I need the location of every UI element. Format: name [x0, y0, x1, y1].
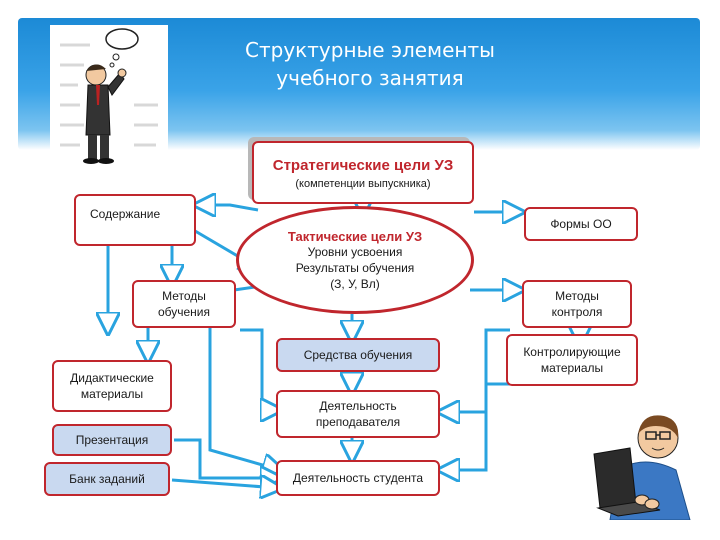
didactic-materials-box: Дидактические материалы — [52, 360, 172, 412]
methods-control-line-1: Методы — [555, 289, 599, 303]
methods-teaching-line-1: Методы — [162, 289, 206, 303]
methods-control-box: Методы контроля — [522, 280, 632, 328]
task-bank-box: Банк заданий — [44, 462, 170, 496]
content-label: Содержание — [90, 207, 161, 221]
tactical-goals-line-3: (З, У, Вл) — [330, 277, 380, 291]
task-bank-label: Банк заданий — [69, 472, 145, 486]
means-label: Средства обучения — [303, 348, 413, 362]
control-materials-line-1: Контролирующие — [523, 345, 621, 359]
strategic-goals-title: Стратегические цели УЗ — [272, 157, 454, 174]
didactic-line-2: материалы — [80, 387, 144, 401]
teacher-activity-line-1: Деятельность — [319, 399, 397, 413]
teacher-activity-line-2: преподавателя — [315, 415, 401, 429]
tactical-goals-line-1: Уровни усвоения — [307, 245, 403, 259]
student-activity-label: Деятельность студента — [292, 471, 424, 485]
means-box: Средства обучения — [276, 338, 440, 372]
methods-control-line-2: контроля — [551, 305, 603, 319]
presentation-label: Презентация — [75, 433, 149, 447]
control-materials-box: Контролирующие материалы — [506, 334, 638, 386]
tactical-goals-title: Тактические цели УЗ — [287, 229, 423, 244]
man-at-laptop-icon — [593, 415, 691, 520]
strategic-goals-subtitle: (компетенции выпускника) — [295, 178, 431, 190]
forms-box: Формы ОО — [524, 207, 638, 241]
control-materials-line-2: материалы — [540, 361, 604, 375]
tactical-goals-ellipse: Тактические цели УЗ Уровни усвоения Резу… — [236, 206, 474, 314]
thinking-man-icon — [50, 25, 168, 170]
title-line-2: учебного занятия — [276, 66, 464, 90]
student-activity-box: Деятельность студента — [276, 460, 440, 496]
methods-teaching-box: Методы обучения — [132, 280, 236, 328]
didactic-line-1: Дидактические — [70, 371, 154, 385]
content-box: Содержание — [74, 194, 196, 246]
teacher-activity-box: Деятельность преподавателя — [276, 390, 440, 438]
presentation-box: Презентация — [52, 424, 172, 456]
title-line-1: Структурные элементы — [245, 38, 495, 62]
forms-label: Формы ОО — [550, 217, 612, 231]
strategic-goals-box: Стратегические цели УЗ (компетенции выпу… — [252, 141, 474, 204]
slide-title: Структурные элементы учебного занятия — [190, 36, 550, 92]
tactical-goals-line-2: Результаты обучения — [295, 261, 415, 275]
methods-teaching-line-2: обучения — [157, 305, 211, 319]
